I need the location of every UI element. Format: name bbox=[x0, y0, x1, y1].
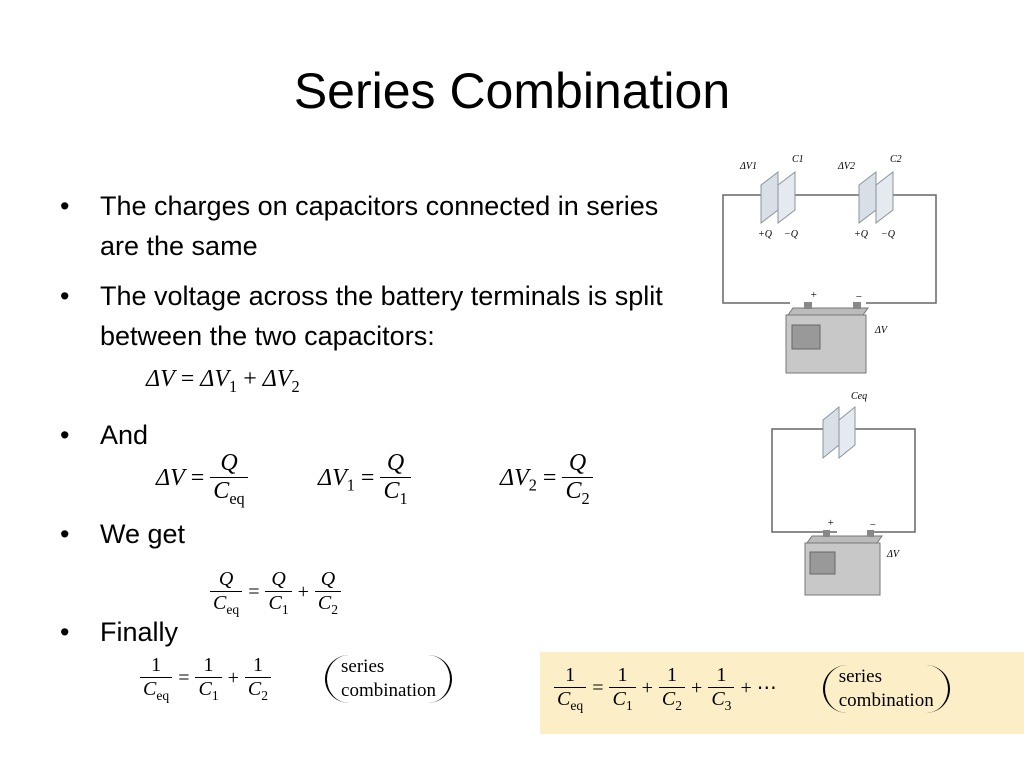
bullet-dot: • bbox=[60, 420, 70, 450]
label-ceq: Ceq bbox=[851, 391, 867, 402]
capacitor-c2-plates bbox=[858, 170, 894, 225]
bullet-text: The charges on capacitors connected in s… bbox=[100, 191, 659, 261]
battery-icon-2 bbox=[804, 530, 883, 596]
bullet-text: The voltage across the battery terminals… bbox=[100, 281, 663, 351]
bullet-charges: • The charges on capacitors connected in… bbox=[60, 186, 670, 266]
slide-title: Series Combination bbox=[293, 63, 731, 119]
equivalent-circuit-figure: Ceq + − ΔV bbox=[771, 391, 916, 596]
label-dv-2: ΔV bbox=[886, 549, 901, 560]
capacitor-ceq-plates bbox=[822, 405, 856, 460]
label-c1: C1 bbox=[792, 154, 804, 165]
bullet-voltage: • The voltage across the battery termina… bbox=[60, 276, 675, 356]
label-battery-minus: − bbox=[855, 291, 862, 303]
label-c2: C2 bbox=[890, 154, 902, 165]
label-battery-plus: + bbox=[810, 289, 817, 301]
label-battery2-plus: + bbox=[827, 517, 834, 529]
equation-voltage-sum: ΔV=ΔV1+ΔV2 bbox=[146, 366, 300, 396]
bullet-dot: • bbox=[60, 281, 70, 311]
battery-icon bbox=[785, 302, 869, 374]
bullet-dot: • bbox=[60, 519, 70, 549]
bullet-text: We get bbox=[100, 519, 186, 549]
bullet-we-get: • We get bbox=[60, 514, 186, 554]
series-circuit-figure: ΔV1 C1 ΔV2 C2 +Q −Q +Q −Q + − ΔV bbox=[722, 154, 937, 374]
label-minus-q2: −Q bbox=[881, 229, 896, 240]
label-plus-q1: +Q bbox=[758, 229, 773, 240]
label-minus-q1: −Q bbox=[784, 229, 799, 240]
circuit-wires bbox=[722, 194, 937, 304]
bullet-and: • And bbox=[60, 415, 149, 455]
bullet-text: Finally bbox=[100, 617, 179, 647]
bullet-dot: • bbox=[60, 617, 70, 647]
bullet-dot: • bbox=[60, 191, 70, 221]
label-dv: ΔV bbox=[874, 325, 889, 336]
label-plus-q2: +Q bbox=[854, 229, 869, 240]
label-dv2: ΔV2 bbox=[837, 161, 855, 172]
bullet-finally: • Finally bbox=[60, 612, 179, 652]
bullet-text: And bbox=[100, 420, 149, 450]
equivalent-circuit-wires bbox=[771, 428, 916, 533]
label-dv1: ΔV1 bbox=[739, 161, 757, 172]
label-battery2-minus: − bbox=[869, 519, 876, 531]
capacitor-c1-plates bbox=[760, 170, 796, 225]
